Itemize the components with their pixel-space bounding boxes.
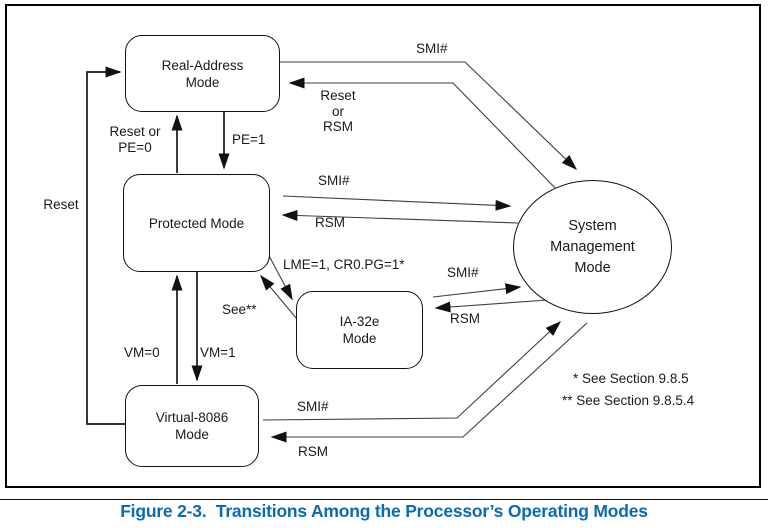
footnote-see-section-9854: ** See Section 9.8.5.4 xyxy=(562,393,695,408)
label-reset-or-rsm: Reset or RSM xyxy=(313,88,363,135)
label-smi-protected-to-smm: SMI# xyxy=(318,173,350,188)
arrow-lme xyxy=(266,251,293,301)
node-smm-label-line3: Mode xyxy=(574,259,611,276)
node-real-address-mode: Real-Address Mode xyxy=(125,35,280,112)
label-rsm-smm-to-ia32e: RSM xyxy=(450,311,480,326)
label-lme-cr0pg: LME=1, CR0.PG=1* xyxy=(283,257,405,272)
node-real-address-label-line2: Mode xyxy=(185,74,220,90)
caption-separator-rule xyxy=(0,499,768,501)
arrow-rsm-smm-to-protected xyxy=(281,209,519,224)
label-smi-real-to-smm: SMI# xyxy=(416,41,448,56)
label-reset-or-pe0: Reset or PE=0 xyxy=(100,124,170,155)
arrow-rsm-smm-to-v86 xyxy=(270,322,588,443)
label-reset-or-rsm-line2: or xyxy=(331,103,344,119)
label-reset-left-loop: Reset xyxy=(43,197,79,212)
arrow-smi-protected-to-smm xyxy=(282,195,512,211)
node-virtual-8086-label-line2: Mode xyxy=(175,427,209,442)
node-virtual-8086-mode: Virtual-8086 Mode xyxy=(125,385,259,467)
node-smm-label-line2: Management xyxy=(550,238,635,255)
node-system-management-mode: System Management Mode xyxy=(513,180,672,314)
node-ia32e-label-line2: Mode xyxy=(342,331,377,346)
arrow-see xyxy=(260,274,298,320)
node-ia32e-mode: IA-32e Mode xyxy=(296,291,423,369)
label-reset-or-pe0-line2: PE=0 xyxy=(118,139,152,155)
label-rsm-smm-to-protected: RSM xyxy=(315,215,345,230)
label-reset-or-rsm-line1: Reset xyxy=(320,88,356,103)
arrow-smi-v86-to-smm xyxy=(262,320,562,421)
node-ia32e-label-line1: IA-32e xyxy=(339,314,380,329)
node-smm-label-line1: System xyxy=(568,217,617,234)
diagram-border xyxy=(5,4,761,488)
label-smi-ia32e-to-smm: SMI# xyxy=(447,265,479,280)
label-vm1: VM=1 xyxy=(200,345,236,360)
label-smi-v86-to-smm: SMI# xyxy=(297,399,329,414)
label-pe1: PE=1 xyxy=(232,132,266,147)
arrow-reset-rsm-smm-to-real xyxy=(288,77,561,194)
arrow-reset-v86-to-real xyxy=(86,66,125,425)
node-virtual-8086-label-line1: Virtual-8086 xyxy=(155,410,229,425)
footnote-see-section-985: * See Section 9.8.5 xyxy=(573,371,689,386)
arrow-smi-ia32e-to-smm xyxy=(432,283,522,298)
arrow-smi-real-to-smm xyxy=(280,61,578,171)
label-vm0: VM=0 xyxy=(124,345,160,360)
node-protected-mode: Protected Mode xyxy=(123,174,270,272)
label-reset-or-rsm-line3: RSM xyxy=(323,119,353,134)
label-rsm-smm-to-v86: RSM xyxy=(298,444,328,459)
node-protected-label: Protected Mode xyxy=(148,215,245,231)
figure-caption: Figure 2-3. Transitions Among the Proces… xyxy=(120,501,648,521)
node-real-address-label-line1: Real-Address xyxy=(161,57,244,73)
label-reset-or-pe0-line1: Reset or xyxy=(109,124,161,139)
arrow-rsm-smm-to-ia32e xyxy=(434,299,549,313)
label-see-note: See** xyxy=(222,302,257,317)
